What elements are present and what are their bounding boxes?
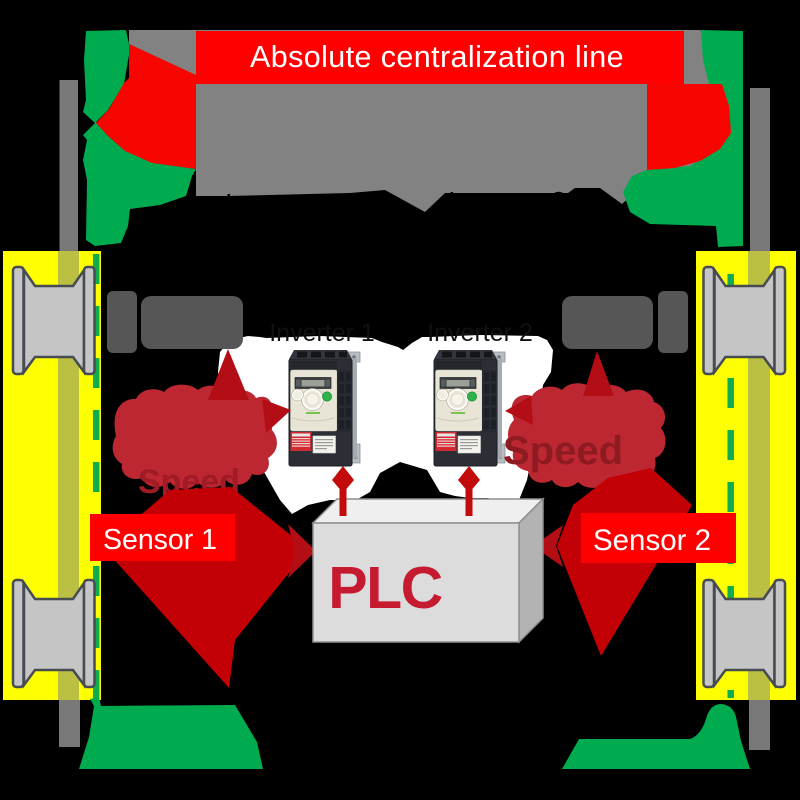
- svg-text:Inverter 2: Inverter 2: [448, 186, 566, 217]
- svg-text:Inverter 2: Inverter 2: [427, 319, 533, 347]
- svg-text:Sensor 1: Sensor 1: [103, 524, 217, 556]
- svg-text:Absolute centralization line: Absolute centralization line: [250, 40, 624, 74]
- svg-text:PLC: PLC: [328, 555, 442, 621]
- svg-text:Speed: Speed: [503, 429, 623, 473]
- svg-text:Sensor 2: Sensor 2: [593, 524, 711, 557]
- svg-text:Inverter 1: Inverter 1: [225, 188, 343, 219]
- svg-text:Inverter 1: Inverter 1: [269, 319, 375, 347]
